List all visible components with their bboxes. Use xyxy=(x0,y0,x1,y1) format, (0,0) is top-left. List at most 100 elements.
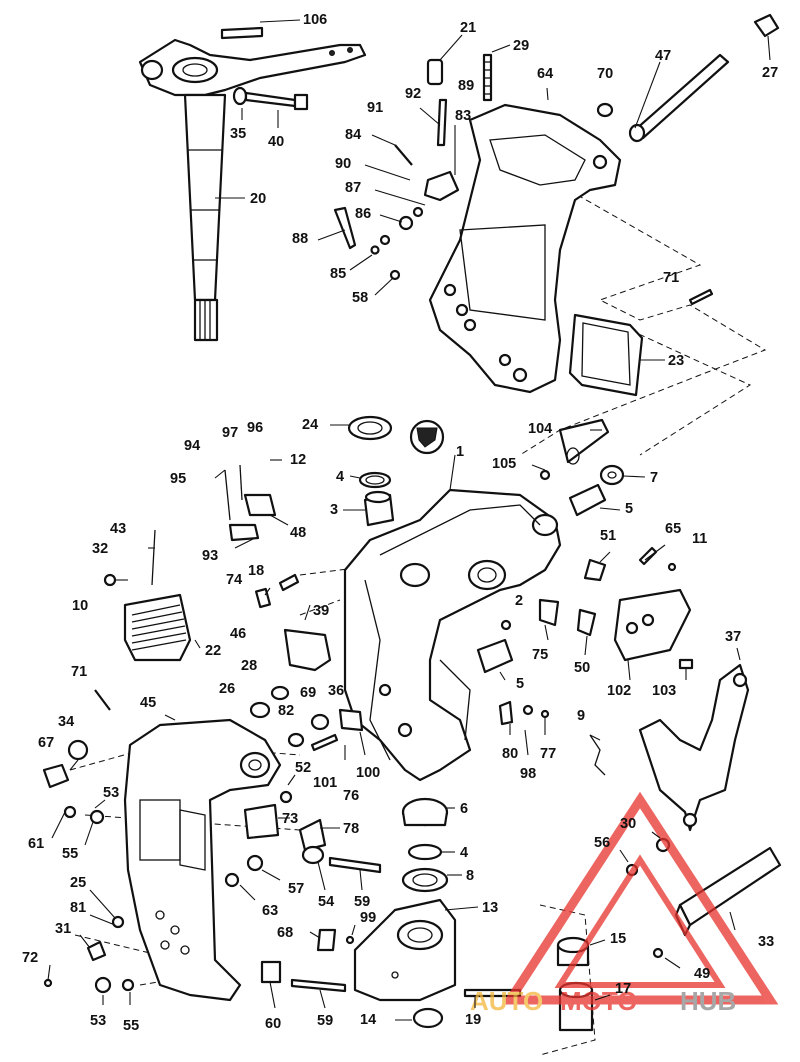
part-label-80: 80 xyxy=(502,746,518,762)
part-label-2: 2 xyxy=(515,593,523,609)
part-label-46: 46 xyxy=(230,626,246,642)
upper-small-parts xyxy=(333,13,780,306)
watermark-text-auto: AUTO xyxy=(470,986,543,1016)
part-label-37: 37 xyxy=(725,629,741,645)
part-label-64: 64 xyxy=(537,66,553,82)
part-label-94: 94 xyxy=(184,438,200,454)
part-label-31: 31 xyxy=(55,921,71,937)
part-label-43: 43 xyxy=(110,521,126,537)
part-label-54: 54 xyxy=(318,894,334,910)
cover-and-left-parts xyxy=(42,464,694,994)
part-label-100: 100 xyxy=(356,765,380,781)
part-label-72: 72 xyxy=(22,950,38,966)
part-label-60: 60 xyxy=(265,1016,281,1032)
tilt-lever xyxy=(638,663,750,832)
part-label-18: 18 xyxy=(248,563,264,579)
part-label-50: 50 xyxy=(574,660,590,676)
part-label-19: 19 xyxy=(465,1012,481,1028)
part-label-68: 68 xyxy=(277,925,293,941)
part-label-25: 25 xyxy=(70,875,86,891)
thrust-rings xyxy=(401,419,449,893)
part-label-78: 78 xyxy=(343,821,359,837)
part-label-22: 22 xyxy=(205,643,221,659)
part-label-104: 104 xyxy=(528,421,552,437)
part-label-59-upper: 59 xyxy=(354,894,370,910)
part-label-103: 103 xyxy=(652,683,676,699)
clamp-bracket xyxy=(123,718,282,1002)
part-label-21: 21 xyxy=(460,20,476,36)
part-label-56: 56 xyxy=(594,835,610,851)
part-label-76: 76 xyxy=(343,788,359,804)
part-label-88: 88 xyxy=(292,231,308,247)
part-label-69: 69 xyxy=(300,685,316,701)
part-label-86: 86 xyxy=(355,206,371,222)
part-label-74: 74 xyxy=(226,572,242,588)
part-label-73: 73 xyxy=(282,811,298,827)
part-label-81: 81 xyxy=(70,900,86,916)
part-label-4-lower: 4 xyxy=(460,845,468,861)
part-label-82: 82 xyxy=(278,703,294,719)
part-label-51: 51 xyxy=(600,528,616,544)
part-label-75: 75 xyxy=(532,647,548,663)
part-label-20: 20 xyxy=(250,191,266,207)
part-label-77: 77 xyxy=(540,746,556,762)
part-label-17: 17 xyxy=(615,981,631,997)
part-label-48: 48 xyxy=(290,525,306,541)
part-labels: 106 21 29 64 70 47 27 92 89 91 83 35 40 … xyxy=(22,12,778,1034)
part-label-9: 9 xyxy=(577,708,585,724)
part-label-93: 93 xyxy=(202,548,218,564)
part-label-71-lower: 71 xyxy=(71,664,87,680)
part-label-89: 89 xyxy=(458,78,474,94)
leader-lines xyxy=(47,19,771,1021)
part-label-5-lower: 5 xyxy=(516,676,524,692)
part-label-58: 58 xyxy=(352,290,368,306)
part-label-3: 3 xyxy=(330,502,338,518)
part-label-53-lower: 53 xyxy=(90,1013,106,1029)
part-label-40: 40 xyxy=(268,134,284,150)
part-label-47: 47 xyxy=(655,48,671,64)
part-label-52: 52 xyxy=(295,760,311,776)
part-label-67: 67 xyxy=(38,735,54,751)
part-label-36: 36 xyxy=(328,683,344,699)
part-label-101: 101 xyxy=(313,775,337,791)
part-label-55-upper: 55 xyxy=(62,846,78,862)
part-label-29: 29 xyxy=(513,38,529,54)
part-label-5-upper: 5 xyxy=(625,501,633,517)
part-label-28: 28 xyxy=(241,658,257,674)
part-label-55-lower: 55 xyxy=(123,1018,139,1034)
part-label-95: 95 xyxy=(170,471,186,487)
part-label-33: 33 xyxy=(758,934,774,950)
part-label-8: 8 xyxy=(466,868,474,884)
part-label-39: 39 xyxy=(313,603,329,619)
part-label-96: 96 xyxy=(247,420,263,436)
part-label-91: 91 xyxy=(367,100,383,116)
watermark-text-hub: HUB xyxy=(680,986,736,1016)
part-label-10: 10 xyxy=(72,598,88,614)
part-label-11: 11 xyxy=(692,531,707,547)
part-label-49: 49 xyxy=(694,966,710,982)
part-label-34: 34 xyxy=(58,714,74,730)
part-label-12: 12 xyxy=(290,452,306,468)
part-label-83: 83 xyxy=(455,108,471,124)
part-label-85: 85 xyxy=(330,266,346,282)
part-label-57: 57 xyxy=(288,881,304,897)
watermark-logo: AUTO MOTO HUB xyxy=(470,791,779,1016)
part-label-105: 105 xyxy=(492,456,516,472)
part-label-102: 102 xyxy=(607,683,631,699)
part-label-35: 35 xyxy=(230,126,246,142)
part-label-98: 98 xyxy=(520,766,536,782)
part-label-70: 70 xyxy=(597,66,613,82)
watermark-text-moto: MOTO xyxy=(560,986,638,1016)
part-label-1: 1 xyxy=(456,444,464,460)
bracket-23 xyxy=(568,313,644,397)
part-label-63: 63 xyxy=(262,903,278,919)
part-label-27: 27 xyxy=(762,65,778,81)
part-label-97: 97 xyxy=(222,425,238,441)
part-label-32: 32 xyxy=(92,541,108,557)
steering-arm-assembly xyxy=(138,26,367,342)
part-label-99: 99 xyxy=(360,910,376,926)
part-label-13: 13 xyxy=(482,900,498,916)
part-label-26: 26 xyxy=(219,681,235,697)
